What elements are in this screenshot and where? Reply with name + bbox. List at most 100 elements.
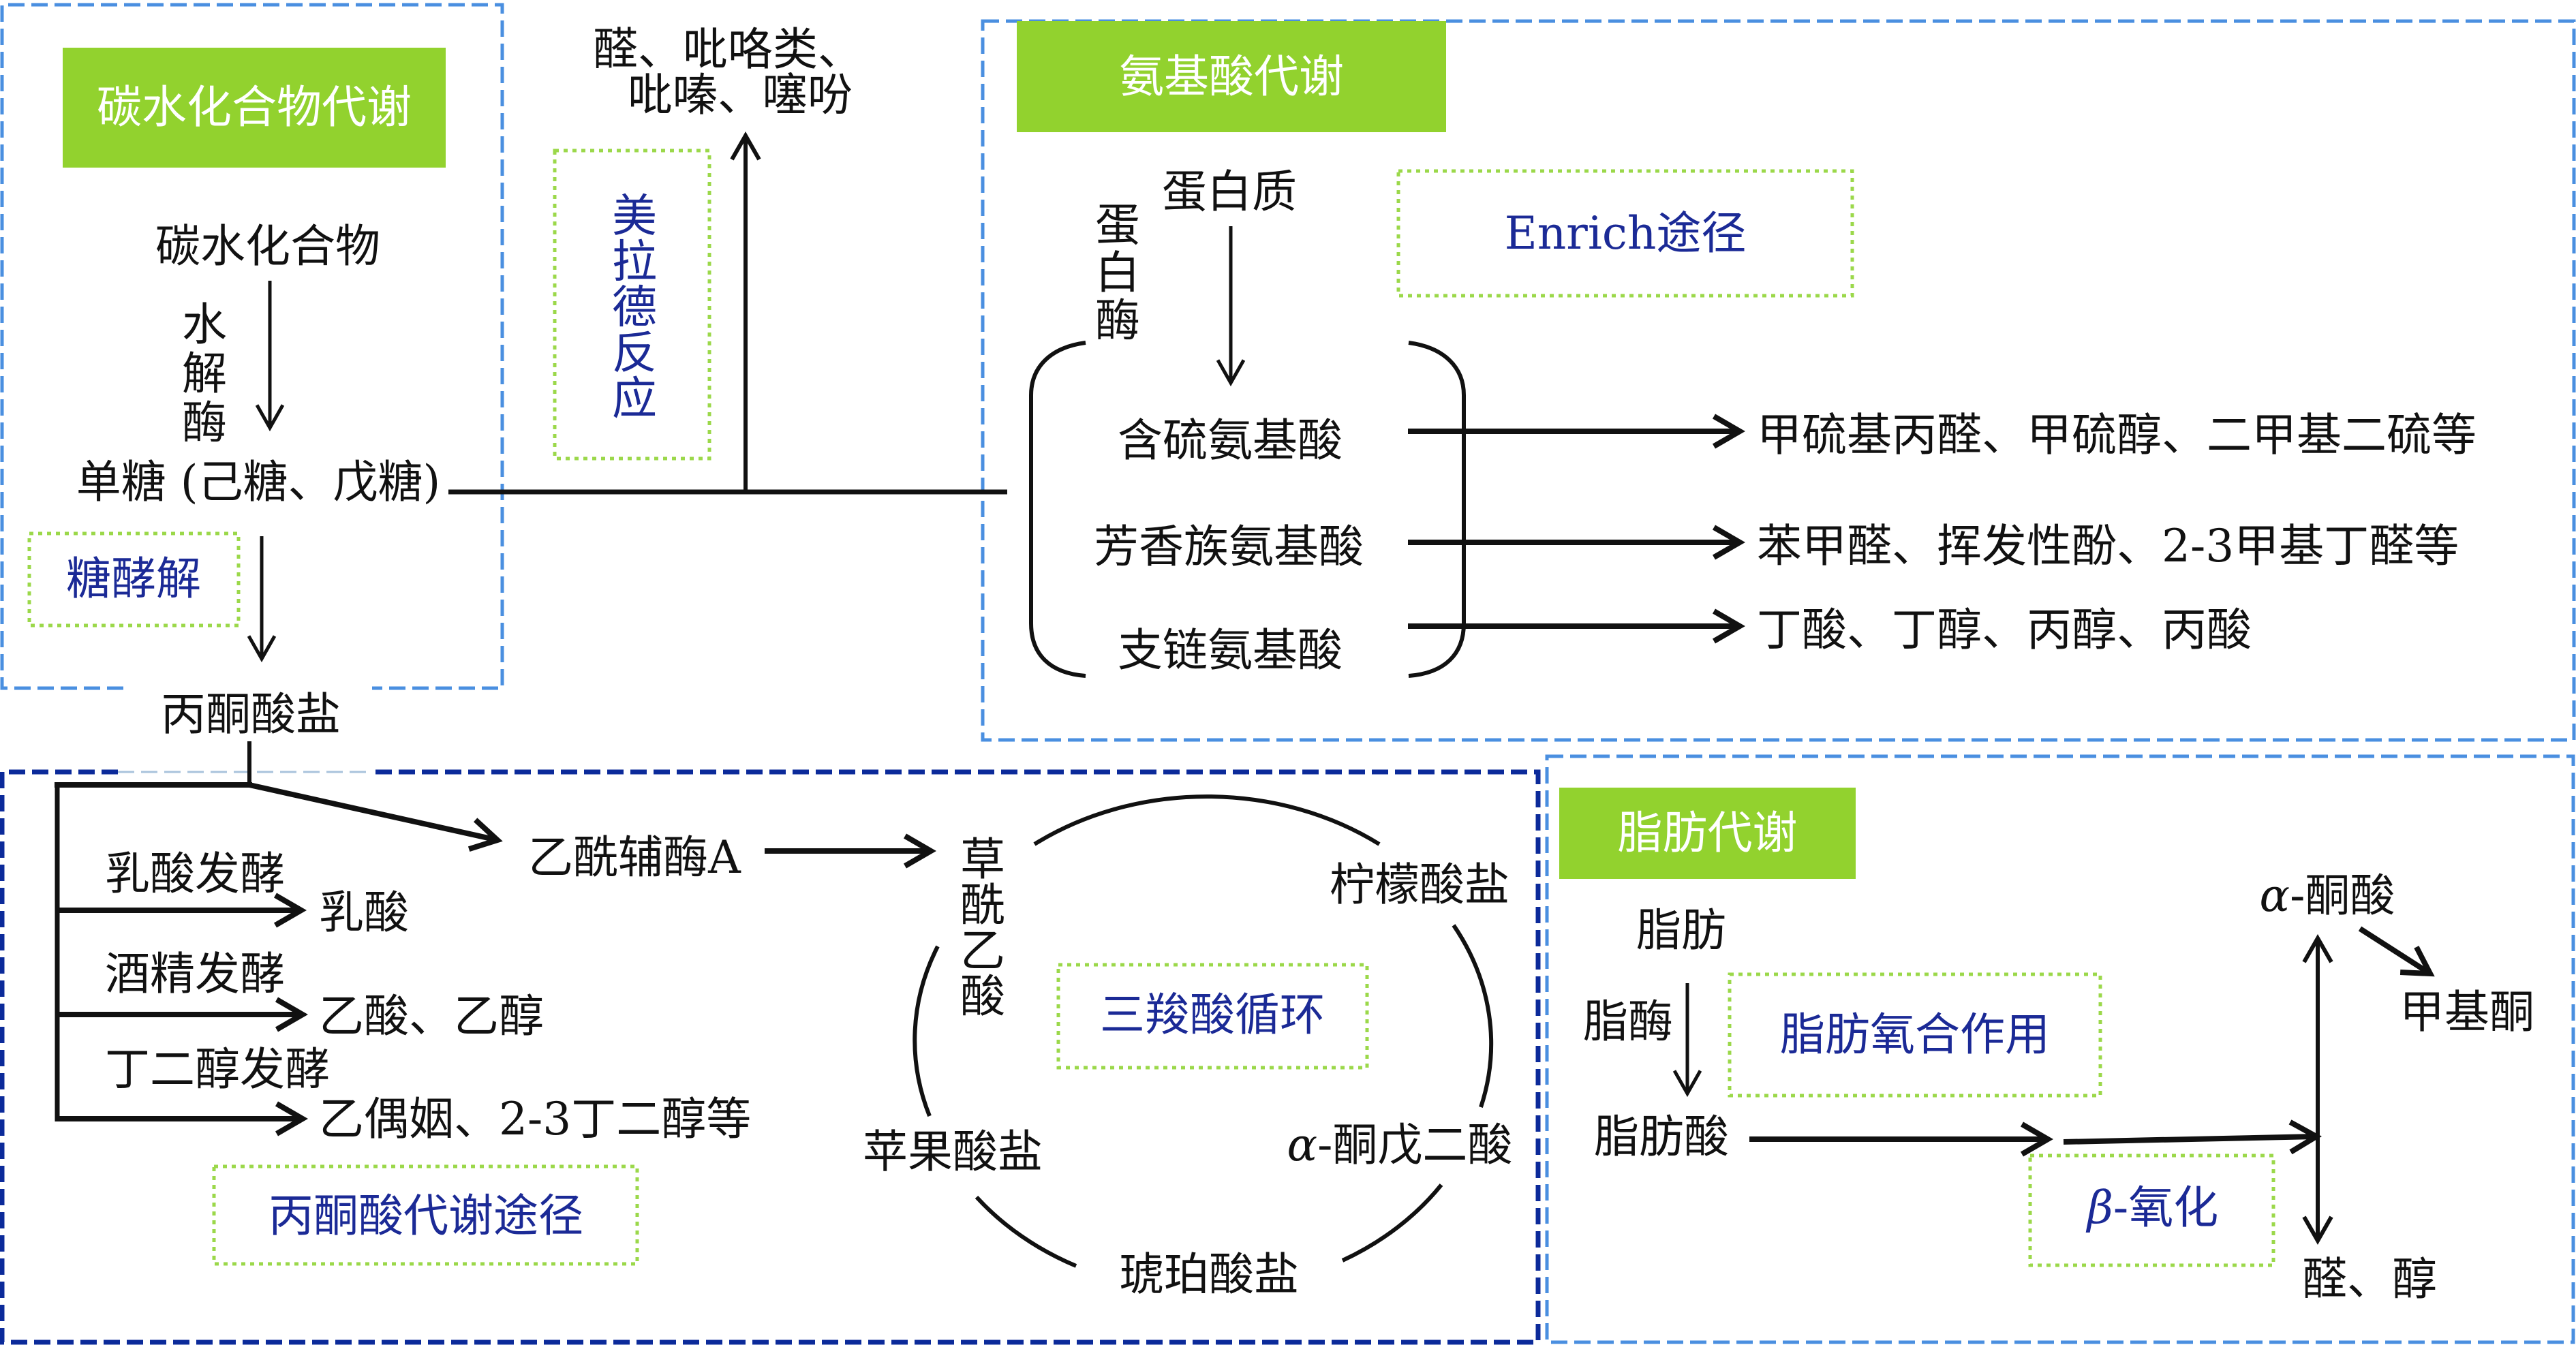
tca-cycle-label: 三羧酸循环 — [1100, 989, 1325, 1041]
arrowhead-icon — [2302, 1216, 2333, 1245]
arrowhead-icon — [2302, 933, 2333, 963]
pyruvate-pathway-label: 丙酮酸代谢途径 — [269, 1190, 583, 1242]
methyl-ketone-node: 甲基酮 — [2399, 986, 2534, 1038]
carbohydrate-node: 碳水化合物 — [155, 220, 380, 273]
fatty-acid-arrow — [1749, 1121, 2053, 1157]
methyl-ketone-arrow — [2358, 926, 2435, 977]
fat-section-border — [1545, 754, 2575, 1344]
tca-arc-bottom-left — [975, 1195, 1077, 1268]
glycolysis-label: 糖酵解 — [66, 553, 201, 605]
alpha-keto-acid-node: α-酮酸 — [2260, 873, 2395, 918]
branched-amino-acid-products: 丁酸、丁醇、丙醇、丙酸 — [1757, 604, 2252, 656]
butanediol-fermentation-arrow — [57, 1101, 308, 1136]
arrowhead-icon — [275, 997, 308, 1032]
alpha-keto-acid-text: -酮酸 — [2290, 869, 2395, 922]
pyruvate-to-acetyl-coa-arrow — [249, 782, 503, 852]
arrowhead-icon — [1712, 525, 1745, 560]
arrowhead-icon — [730, 131, 761, 161]
enrich-label-box — [1396, 169, 1854, 298]
arrowhead-icon — [1712, 414, 1745, 449]
arrowhead-icon — [467, 818, 503, 852]
butanediol-fermentation-products: 乙偶姻、2-3丁二醇等 — [319, 1093, 752, 1145]
alcohol-fermentation-products: 乙酸、乙醇 — [319, 990, 544, 1042]
sulfur-amino-acid-node: 含硫氨基酸 — [1118, 414, 1343, 467]
sulfur-amino-acid-arrow — [1408, 414, 1745, 449]
citrate-node: 柠檬酸盐 — [1330, 858, 1509, 911]
maillard-arrow — [730, 131, 761, 492]
alpha-ketoglutarate-text: -酮戊二酸 — [1317, 1119, 1513, 1171]
lactic-fermentation-arrow — [57, 893, 307, 928]
lactic-fermentation-products: 乳酸 — [319, 886, 409, 939]
arrowhead-icon — [903, 833, 936, 869]
beta-oxidation-text: -氧化 — [2113, 1181, 2219, 1234]
carbohydrate-section-header: 碳水化合物代谢 — [63, 48, 446, 168]
acetyl-coa-node: 乙酰辅酶A — [528, 831, 741, 884]
maillard-reaction-label: 美拉德反应 — [604, 191, 657, 420]
hydrolysis-arrow — [255, 281, 285, 432]
lipase-arrow — [1672, 983, 1702, 1098]
alpha-ketoglutarate-node: α-酮戊二酸 — [1287, 1123, 1513, 1168]
tca-arc-right — [1452, 924, 1494, 1108]
protein-node: 蛋白质 — [1162, 166, 1297, 218]
arrow-shaft — [2358, 926, 2432, 976]
aromatic-amino-acid-products: 苯甲醛、挥发性酚、2-3甲基丁醛等 — [1757, 520, 2459, 572]
aldehyde-alcohol-node: 醛、醇 — [2302, 1253, 2437, 1305]
alcohol-fermentation-arrow — [57, 997, 308, 1032]
protease-arrow — [1216, 226, 1246, 387]
arrow-shaft — [249, 782, 498, 843]
branched-amino-acid-arrow — [1408, 608, 1745, 644]
beta-symbol: β — [2087, 1181, 2113, 1234]
succinate-node: 琥珀酸盐 — [1119, 1248, 1299, 1301]
sulfur-amino-acid-products: 甲硫基丙醛、甲硫醇、二甲基二硫等 — [1757, 409, 2477, 461]
arrowhead-icon — [1216, 359, 1246, 387]
hydrolase-label: 水解酶 — [174, 300, 227, 448]
amino-acid-section-header: 氨基酸代谢 — [1017, 21, 1446, 132]
arrowhead-icon — [273, 893, 307, 928]
arrowhead-icon — [2399, 946, 2435, 977]
maillard-label-box — [553, 149, 711, 461]
monosaccharide-node: 单糖 (己糖、戊糖) — [76, 456, 441, 508]
alcohol-fermentation-label: 酒精发酵 — [105, 948, 285, 1000]
amino-acid-section-border — [981, 19, 2576, 742]
beta-oxidation-arrow — [2063, 1119, 2322, 1155]
fatty-acid-node: 脂肪酸 — [1594, 1111, 1729, 1163]
tca-arc-top — [1033, 794, 1381, 846]
aromatic-amino-acid-node: 芳香族氨基酸 — [1094, 521, 1364, 573]
oxaloacetate-node: 草酰乙酸 — [953, 835, 1005, 1018]
amino-acid-left-bracket — [1029, 341, 1086, 678]
arrowhead-icon — [247, 635, 277, 663]
fat-section-header: 脂肪代谢 — [1559, 788, 1856, 879]
acetyl-coa-to-oxaloacetate-arrow — [765, 833, 936, 869]
carbohydrate-section-border — [0, 3, 504, 690]
glycolysis-label-box — [27, 531, 241, 628]
arrowhead-icon — [255, 404, 285, 432]
aromatic-amino-acid-arrow — [1408, 525, 1745, 560]
alpha-symbol: α — [1287, 1119, 1318, 1171]
arrowhead-icon — [2020, 1121, 2053, 1157]
pyruvate-section-border — [0, 769, 1541, 1345]
lipase-label: 脂酶 — [1583, 995, 1673, 1048]
pyruvate-node: 丙酮酸盐 — [161, 688, 341, 741]
butanediol-fermentation-label: 丁二醇发酵 — [105, 1043, 330, 1096]
glycolysis-arrow — [247, 536, 277, 663]
tca-arc-left — [913, 945, 940, 1117]
maillard-products-line2: 吡嗪、噻吩 — [628, 69, 853, 121]
lactic-fermentation-label: 乳酸发酵 — [105, 848, 285, 900]
tca-arc-bottom-right — [1341, 1183, 1443, 1263]
arrowhead-icon — [1712, 608, 1745, 644]
maillard-products-line1: 醛、吡咯类、 — [593, 23, 863, 76]
pyruvate-pathway-label-box — [212, 1164, 639, 1266]
lipoxygenation-label: 脂肪氧合作用 — [1780, 1008, 2050, 1061]
protease-label: 蛋白酶 — [1088, 201, 1140, 344]
arrowhead-icon — [275, 1101, 308, 1136]
beta-oxidation-label-box — [2028, 1154, 2275, 1267]
fat-node: 脂肪 — [1636, 904, 1726, 957]
alpha-symbol: α — [2259, 869, 2290, 922]
malate-node: 苹果酸盐 — [863, 1126, 1043, 1178]
arrow-shaft — [2063, 1134, 2317, 1145]
arrowhead-icon — [1672, 1070, 1702, 1098]
keto-acid-aldehyde-double-arrow — [2302, 933, 2333, 1245]
branched-amino-acid-node: 支链氨基酸 — [1118, 624, 1343, 677]
